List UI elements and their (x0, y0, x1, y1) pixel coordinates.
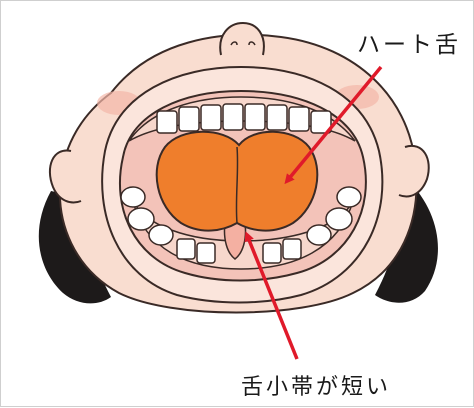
nose (220, 23, 264, 55)
label-heart-tongue: ハート舌 (357, 25, 461, 59)
label-short-frenulum: 舌小帯が短い (241, 369, 391, 401)
